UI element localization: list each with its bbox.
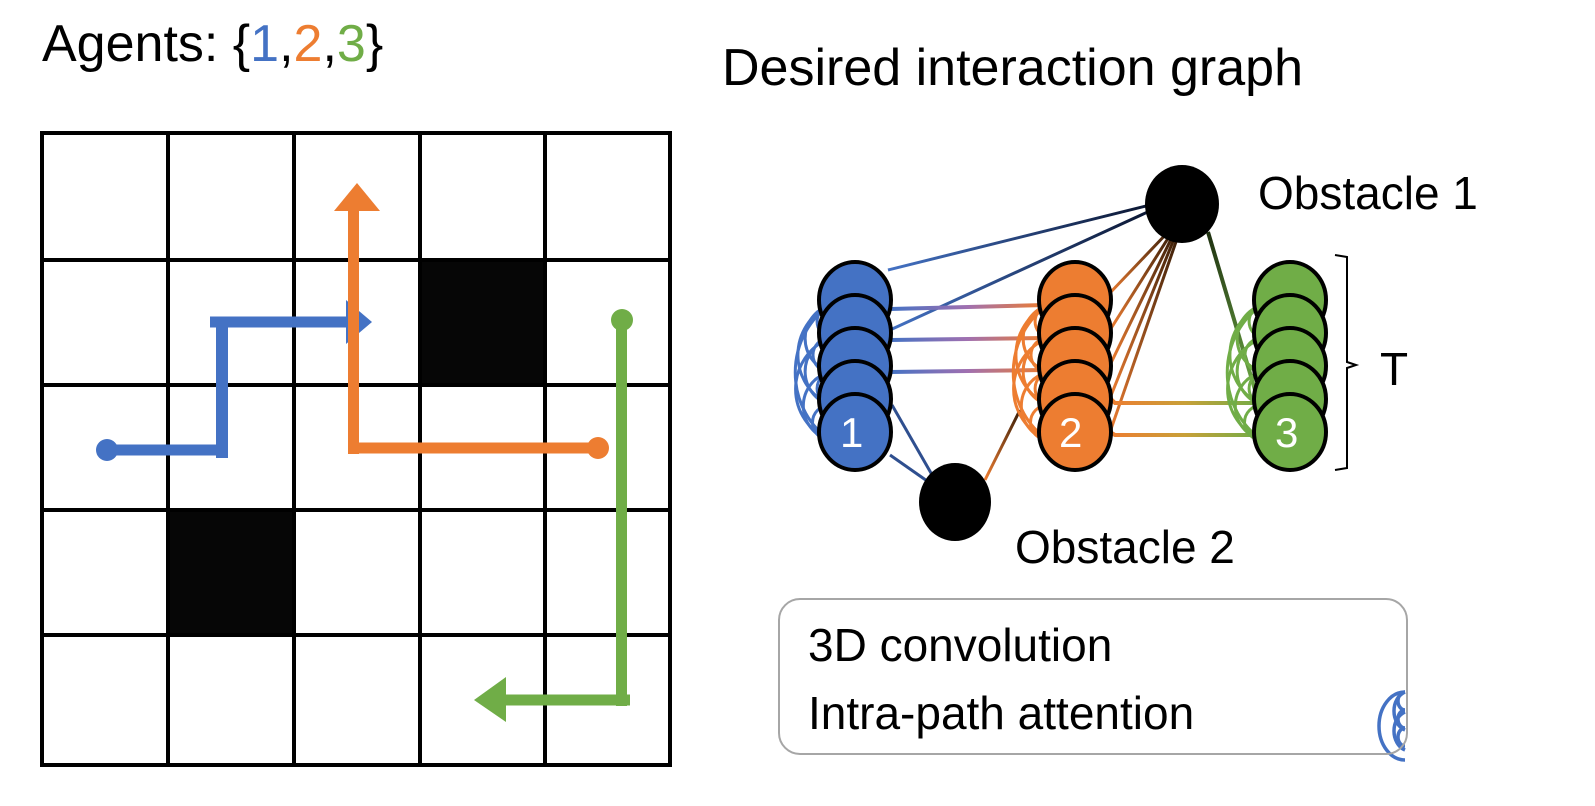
arrow-head-icon	[474, 677, 506, 722]
legend-item-intra-path-attention: Intra-path attention	[808, 687, 1195, 739]
node-label-1: 1	[840, 409, 864, 456]
agent-2-path	[334, 183, 609, 459]
obstacle-1-node	[1145, 165, 1219, 243]
legend-item-3d-convolution: 3D convolution	[808, 619, 1113, 671]
node-label-3: 3	[1275, 409, 1299, 456]
graph-title: Desired interaction graph	[722, 39, 1303, 97]
separator: ,	[322, 15, 337, 73]
obstacle-cell	[168, 510, 294, 635]
agent-2-label: 2	[293, 15, 323, 73]
agents-title: Agents: {1,2,3}	[42, 18, 383, 70]
separator: ,	[279, 15, 294, 73]
agent-2-node-stack	[1037, 260, 1113, 472]
legend-box	[778, 598, 1408, 755]
agents-title-suffix: }	[365, 15, 384, 73]
obstacle-cell	[420, 260, 545, 385]
time-label: T	[1380, 343, 1409, 395]
obstacle-2-label: Obstacle 2	[1015, 521, 1235, 573]
time-bracket	[1334, 254, 1360, 471]
node-label-2: 2	[1059, 409, 1083, 456]
agent-1-label: 1	[250, 15, 280, 73]
obstacle-1-label: Obstacle 1	[1258, 167, 1478, 219]
interaction-graph	[793, 165, 1360, 541]
gradient-lines-icon	[1302, 633, 1393, 663]
agent-3-path	[474, 309, 633, 722]
agent-3-node-stack	[1252, 260, 1328, 472]
arrow-head-icon	[334, 183, 380, 211]
agents-title-prefix: Agents: {	[42, 15, 251, 73]
agent-1-node-stack	[817, 260, 893, 472]
obstacle-2-node	[919, 463, 991, 541]
agent-3-label: 3	[336, 15, 366, 73]
